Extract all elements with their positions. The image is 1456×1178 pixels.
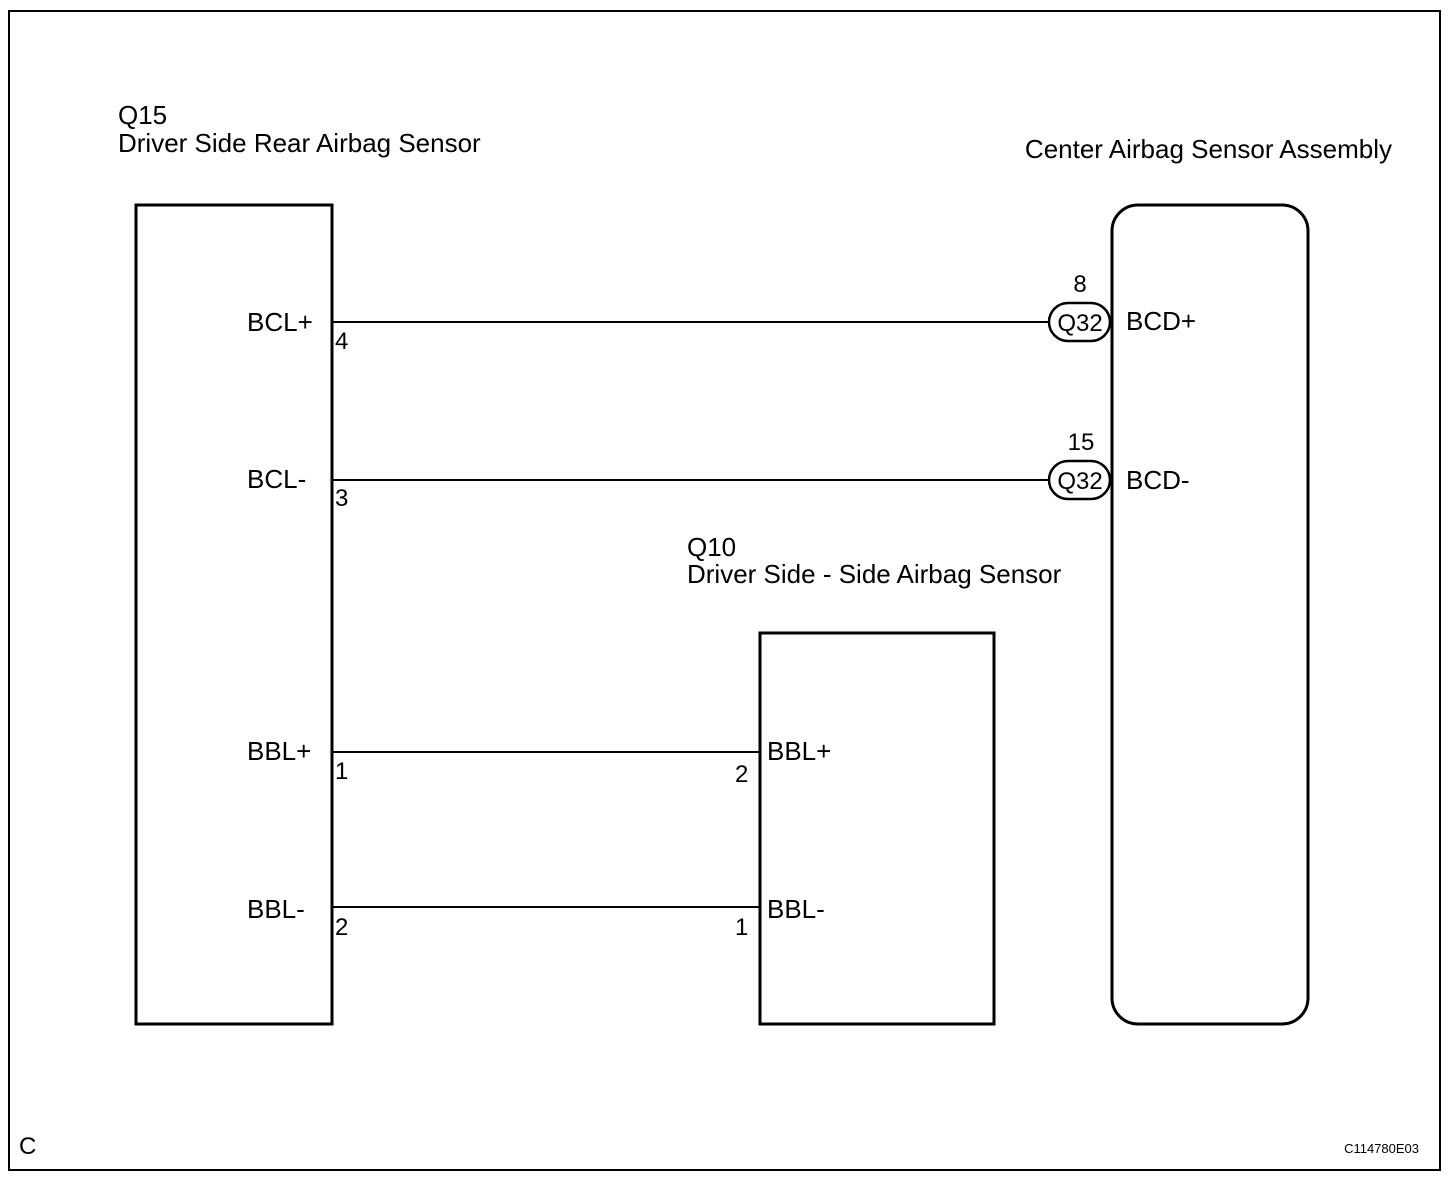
q10-pin-number-2: 2	[735, 761, 748, 788]
q15-pin-number-3: 3	[335, 485, 348, 512]
diagram-frame	[8, 10, 1441, 1171]
q10-code: Q10	[687, 532, 736, 562]
q15-component-box	[134, 203, 334, 1026]
q15-code: Q15	[118, 100, 167, 130]
connector-q32-lower-label: Q32	[1057, 468, 1102, 495]
q10-pin-label-bbl-minus: BBL-	[767, 894, 825, 924]
q15-pin-number-4: 4	[335, 328, 348, 355]
connector-q32-upper-label: Q32	[1057, 310, 1102, 337]
connector-q32-lower	[1047, 459, 1112, 501]
center-pin-number-15: 15	[1068, 429, 1095, 456]
q10-name: Driver Side - Side Airbag Sensor	[687, 559, 1062, 589]
q10-pin-number-1: 1	[735, 914, 748, 941]
q15-pin-label-bbl-minus: BBL-	[247, 894, 305, 924]
q15-pin-number-1: 1	[335, 758, 348, 785]
q10-component-box	[758, 631, 996, 1026]
figure-code: C114780E03	[1344, 1141, 1419, 1156]
center-pin-label-bcd-plus: BCD+	[1126, 306, 1196, 336]
center-name: Center Airbag Sensor Assembly	[1025, 134, 1392, 164]
q10-pin-label-bbl-plus: BBL+	[767, 736, 831, 766]
q15-pin-label-bcl-plus: BCL+	[247, 307, 313, 337]
center-pin-label-bcd-minus: BCD-	[1126, 465, 1190, 495]
q15-name: Driver Side Rear Airbag Sensor	[118, 128, 481, 158]
center-component-box	[1110, 203, 1310, 1026]
connector-q32-upper	[1047, 301, 1112, 343]
q15-pin-label-bcl-minus: BCL-	[247, 464, 306, 494]
q15-pin-number-2: 2	[335, 914, 348, 941]
corner-letter: C	[19, 1133, 36, 1160]
q15-pin-label-bbl-plus: BBL+	[247, 736, 311, 766]
center-pin-number-8: 8	[1073, 271, 1086, 298]
